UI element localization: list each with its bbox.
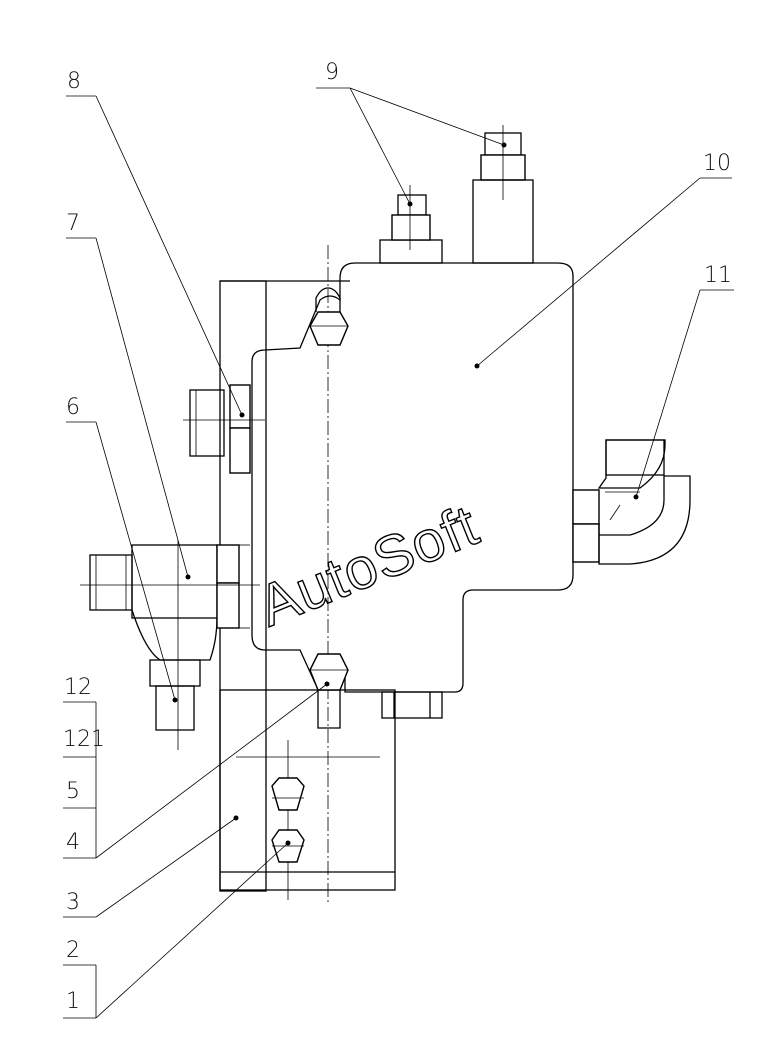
callout-10: 10	[703, 151, 731, 176]
leader-lines	[63, 87, 734, 1019]
watermark-text: AutoSoft	[249, 492, 487, 639]
callout-9: 9	[325, 60, 339, 85]
top-fitting-tall	[472, 125, 534, 264]
callout-121: 121	[63, 727, 105, 752]
callout-11: 11	[704, 263, 732, 288]
upper-left-plug	[183, 384, 265, 474]
callout-1: 1	[66, 989, 80, 1014]
callout-5: 5	[66, 779, 80, 804]
callout-8: 8	[67, 69, 81, 94]
callout-12: 12	[64, 675, 92, 700]
bottom-bolt	[309, 653, 349, 729]
callout-4: 4	[66, 830, 80, 855]
callout-7: 7	[66, 211, 80, 236]
right-elbow-fitting	[572, 439, 691, 565]
valve-body	[251, 239, 574, 719]
callout-3: 3	[66, 890, 80, 915]
callout-2: 2	[66, 938, 80, 963]
callout-labels: 1 2 3 4 5 121 12 6 7 8 9 10 11	[63, 60, 732, 1014]
top-bolt	[309, 287, 349, 346]
lower-bracket	[219, 689, 396, 900]
top-fitting-small	[391, 185, 431, 250]
callout-6: 6	[66, 395, 80, 420]
left-fitting	[80, 540, 260, 750]
